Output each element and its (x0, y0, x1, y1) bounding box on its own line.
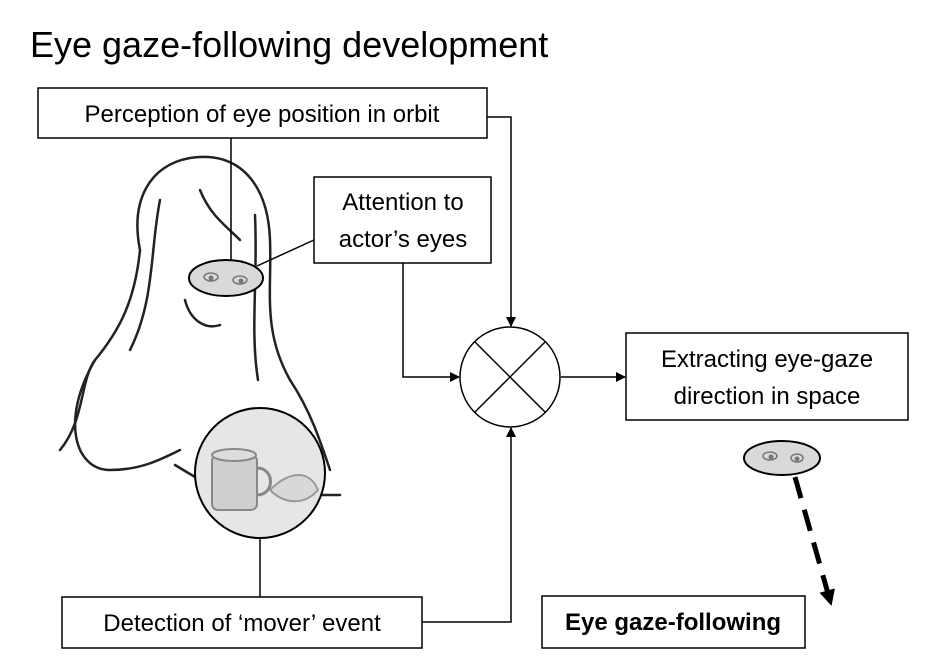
box-extracting-label-2: direction in space (674, 383, 861, 410)
mover-event-lens (194, 407, 326, 539)
box-following: Eye gaze-following (541, 595, 806, 649)
box-detection-label: Detection of ‘mover’ event (103, 610, 381, 637)
box-attention-label-1: Attention to (342, 189, 463, 216)
eyes-icon (188, 259, 264, 297)
diagram-title: Eye gaze-following development (30, 24, 548, 65)
box-extracting-label-1: Extracting eye-gaze (661, 346, 873, 373)
box-detection: Detection of ‘mover’ event (61, 596, 423, 649)
connectors (230, 116, 626, 623)
hand-icon (269, 474, 320, 503)
gaze-direction-arrow (792, 476, 835, 606)
mug-icon (211, 454, 258, 511)
box-following-label: Eye gaze-following (565, 609, 781, 636)
gaze-eyes-icon (743, 440, 821, 476)
box-attention-label-2: actor’s eyes (339, 226, 468, 253)
girl-illustration (58, 155, 342, 497)
combination-node (459, 326, 561, 428)
box-extracting: Extracting eye-gaze direction in space (625, 332, 909, 421)
box-attention: Attention to actor’s eyes (313, 176, 492, 264)
box-perception: Perception of eye position in orbit (37, 87, 488, 139)
box-perception-label: Perception of eye position in orbit (85, 101, 440, 128)
